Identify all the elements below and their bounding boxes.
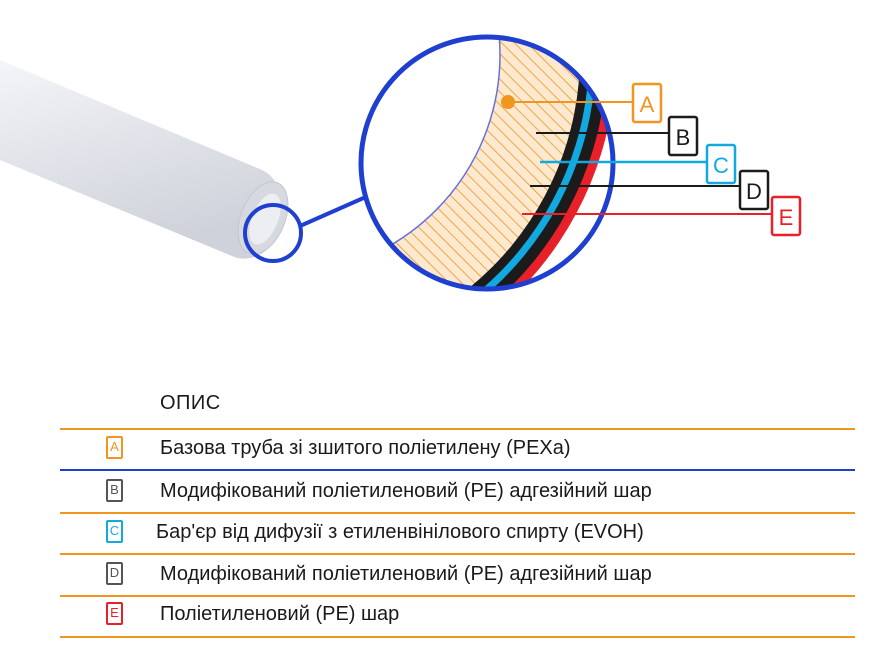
badge-d: D xyxy=(738,169,770,211)
legend-label-b: Модифікований поліетиленовий (PE) адгезі… xyxy=(160,480,652,502)
legend-badge-b: B xyxy=(106,479,123,502)
legend-rule-3 xyxy=(60,553,855,555)
legend-label-a: Базова труба зі зшитого поліетилену (PEX… xyxy=(160,437,571,459)
pipe xyxy=(0,60,289,259)
leader-lines xyxy=(501,95,772,215)
legend-row-e: E Поліетиленовий (PE) шар xyxy=(60,596,855,636)
legend-rule-0 xyxy=(60,428,855,430)
legend-rule-5 xyxy=(60,636,855,638)
legend-badge-c: C xyxy=(106,520,123,543)
badge-e: E xyxy=(770,195,802,237)
magnifier-small-circle xyxy=(243,203,303,263)
badge-d-letter: D xyxy=(746,179,762,204)
legend-label-c: Бар'єр від дифузії з етиленвінілового сп… xyxy=(156,521,644,543)
badge-c-letter: C xyxy=(713,153,729,178)
magnifier-connector xyxy=(299,194,369,228)
legend-badge-d: D xyxy=(106,562,123,585)
legend-row-d: D Модифікований поліетиленовий (PE) адге… xyxy=(60,556,855,596)
badge-b: B xyxy=(667,115,699,157)
legend-rule-4 xyxy=(60,595,855,597)
badge-b-letter: B xyxy=(676,125,691,150)
pipe-diagram: A B C D E xyxy=(0,34,802,292)
legend-badge-a: A xyxy=(106,436,123,459)
badge-a: A xyxy=(631,82,663,124)
legend-row-a: A Базова труба зі зшитого поліетилену (P… xyxy=(60,430,855,470)
badge-c: C xyxy=(705,143,737,185)
legend-rule-2 xyxy=(60,512,855,514)
badge-e-letter: E xyxy=(779,205,794,230)
badge-a-letter: A xyxy=(640,92,655,117)
legend-title: ОПИС xyxy=(160,392,221,414)
legend-label-d: Модифікований поліетиленовий (PE) адгезі… xyxy=(160,563,652,585)
legend-label-e: Поліетиленовий (PE) шар xyxy=(160,603,400,625)
legend-rule-1 xyxy=(60,469,855,471)
legend-row-c: C Бар'єр від дифузії з етиленвінілового … xyxy=(60,514,855,554)
legend-badge-e: E xyxy=(106,602,123,625)
legend-row-b: B Модифікований поліетиленовий (PE) адге… xyxy=(60,473,855,513)
